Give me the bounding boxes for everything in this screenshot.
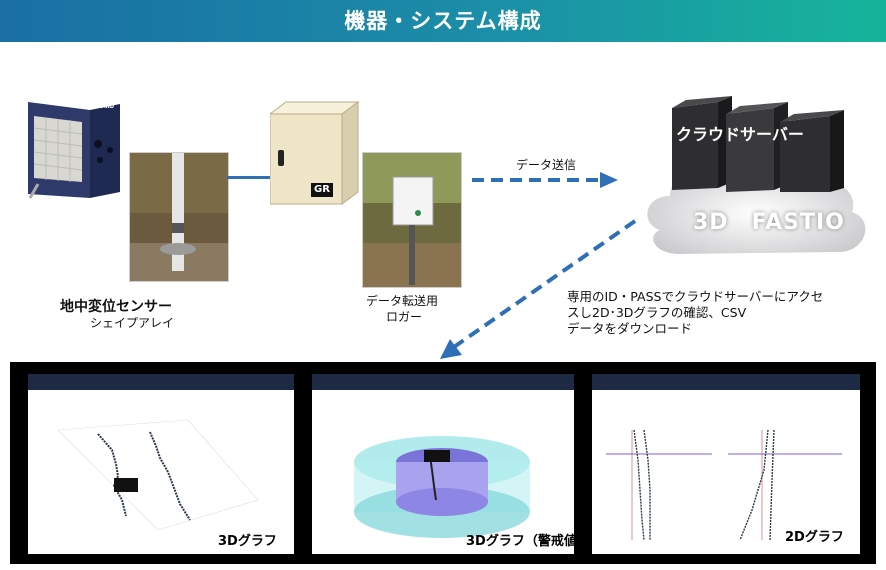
cabinet-icon <box>268 100 360 205</box>
sensor-cable-line <box>227 176 272 179</box>
logger-sublabel: ロガー <box>386 310 423 324</box>
page-title: 機器・システム構成 <box>344 9 542 33</box>
screen-2d-graph <box>592 374 860 554</box>
access-text-line3: データをダウンロード <box>567 321 693 336</box>
title-banner <box>0 0 886 42</box>
logger-photo <box>362 152 462 288</box>
sensor-photo <box>129 152 229 282</box>
access-text-line2: スし2D･3Dグラフの確認、CSV <box>567 305 747 320</box>
screen-header-bar <box>28 374 294 390</box>
screen-header-bar <box>592 374 860 390</box>
dashed-arrow-icon <box>470 170 620 190</box>
server-icon <box>662 92 852 192</box>
screen-caption-3d: 3Dグラフ <box>218 534 277 549</box>
sensor-sublabel: シェイプアレイ <box>90 316 175 330</box>
access-text-line1: 専用のID・PASSでクラウドサーバーにアクセ <box>567 289 824 304</box>
download-arrow-icon <box>430 215 642 365</box>
graph-3d-alert-plot <box>354 436 530 538</box>
sensor-array-icon <box>20 98 130 208</box>
sensor-brand-label: MEASURAND <box>78 104 114 110</box>
screen-caption-2d: 2Dグラフ <box>785 530 844 545</box>
screen-header-bar <box>312 374 574 390</box>
cloud-server-label: クラウドサーバー <box>676 125 804 144</box>
sensor-label: 地中変位センサー <box>60 299 172 315</box>
logger-label: データ転送用 <box>366 294 439 308</box>
transfer-label: データ送信 <box>516 158 577 172</box>
screen-3d-graph <box>28 374 294 554</box>
screen-caption-3d-alert: 3Dグラフ（警戒値） <box>466 534 590 549</box>
screen-3d-alert <box>312 374 574 554</box>
logger-badge: GR <box>311 183 333 197</box>
graph-3d-plot <box>57 419 259 531</box>
cloud-service-name: 3D FASTIO <box>693 210 845 235</box>
graph-2d-plot <box>606 429 842 541</box>
